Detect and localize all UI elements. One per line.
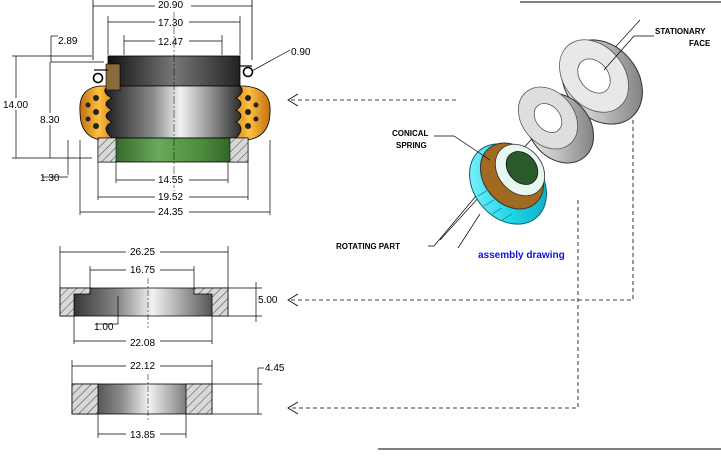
dim-24-35: 24.35 (158, 207, 183, 218)
dim-22-08: 22.08 (130, 338, 155, 349)
leader-rotating-part (428, 195, 477, 247)
dim-leader-1-00 (96, 296, 119, 325)
top-view: 20.90 17.30 12.47 2.89 0.90 14.00 8.30 1… (2, 0, 311, 218)
label-rotating-part: ROTATING PART (336, 242, 400, 251)
spring-coils-left (85, 95, 99, 129)
seat-ring-3d (518, 86, 595, 164)
assembly-caption: assembly drawing (478, 250, 565, 261)
callout-arrows (290, 99, 634, 409)
dim-1-30: 1.30 (40, 173, 60, 184)
dim-22-12: 22.12 (130, 361, 155, 372)
dim-16-75: 16.75 (130, 265, 155, 276)
dim-4-45: 4.45 (265, 363, 285, 374)
callout-seat (290, 120, 634, 301)
leader-conical-spring (434, 135, 491, 161)
label-spring: SPRING (396, 141, 427, 150)
dim-20-90: 20.90 (158, 0, 183, 11)
dim-26-25: 26.25 (130, 247, 155, 258)
label-face: FACE (689, 39, 711, 48)
dim-14-55: 14.55 (158, 175, 183, 186)
dim-12-47: 12.47 (158, 37, 183, 48)
seal-seat (97, 137, 249, 163)
callout-arrowheads (287, 93, 299, 415)
middle-view: 26.25 16.75 5.00 1.00 22.08 (59, 246, 278, 349)
dim-14-00: 14.00 (3, 100, 28, 111)
snap-ring-left (92, 72, 104, 84)
dim-19-52: 19.52 (158, 192, 183, 203)
seal-bellows (104, 85, 243, 139)
dim-1-00: 1.00 (94, 322, 114, 333)
dim-leader-2-89 (50, 36, 104, 63)
dim-leader-0-90 (249, 49, 291, 73)
dim-17-30: 17.30 (158, 18, 183, 29)
stationary-face-ring (559, 39, 643, 125)
spring-coils-right (245, 95, 259, 129)
leader-stationary-face (603, 35, 654, 71)
assembly-drawing: STATIONARY FACE CONICAL SPRING ROTATING … (336, 19, 711, 261)
callout-stationary-face (290, 200, 579, 409)
dim-8-30: 8.30 (40, 115, 60, 126)
dim-5-00: 5.00 (258, 295, 278, 306)
dim-13-85: 13.85 (130, 430, 155, 441)
seal-retainer-left (105, 63, 121, 91)
snap-ring-right (242, 66, 254, 78)
label-stationary: STATIONARY (655, 27, 706, 36)
rotating-part-3d (469, 142, 547, 225)
dim-0-90: 0.90 (291, 47, 311, 58)
dim-2-89: 2.89 (58, 36, 78, 47)
label-conical: CONICAL (392, 129, 429, 138)
bottom-view: 22.12 4.45 13.85 (71, 360, 285, 441)
